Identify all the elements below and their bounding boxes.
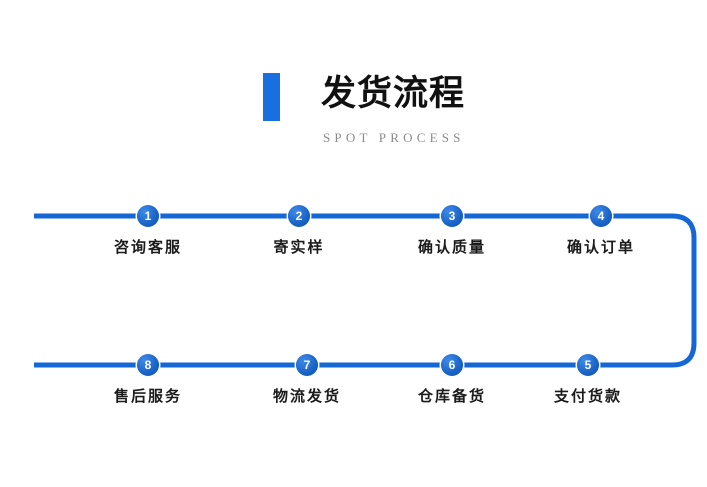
step-number-badge: 3 <box>441 205 463 227</box>
page-subtitle: SPOT PROCESS <box>323 130 465 145</box>
step-label: 支付货款 <box>553 388 622 405</box>
step-label: 售后服务 <box>113 388 182 405</box>
flow-step-2[interactable]: 2 寄实样 <box>219 205 379 257</box>
step-number-badge: 7 <box>296 354 318 376</box>
page-title: 发货流程 <box>321 74 466 113</box>
flow-step-1[interactable]: 1 咨询客服 <box>68 205 228 257</box>
diagram-header: 发货流程 SPOT PROCESS <box>263 70 493 160</box>
step-number-badge: 1 <box>137 205 159 227</box>
accent-bar <box>263 73 280 121</box>
flow-step-7[interactable]: 7 物流发货 <box>227 354 387 406</box>
step-number-badge: 8 <box>137 354 159 376</box>
step-label: 寄实样 <box>273 239 325 256</box>
step-label: 物流发货 <box>272 388 341 405</box>
flow-step-3[interactable]: 3 确认质量 <box>372 205 532 257</box>
step-label: 确认订单 <box>566 239 635 256</box>
flow-step-8[interactable]: 8 售后服务 <box>68 354 228 406</box>
flow-step-6[interactable]: 6 仓库备货 <box>372 354 532 406</box>
step-number-badge: 6 <box>441 354 463 376</box>
flow-step-4[interactable]: 4 确认订单 <box>521 205 681 257</box>
step-label: 咨询客服 <box>113 239 182 256</box>
flow-step-5[interactable]: 5 支付货款 <box>508 354 668 406</box>
step-number-badge: 2 <box>288 205 310 227</box>
step-number-badge: 5 <box>577 354 599 376</box>
step-label: 仓库备货 <box>417 388 486 405</box>
step-number-badge: 4 <box>590 205 612 227</box>
step-label: 确认质量 <box>417 239 486 256</box>
